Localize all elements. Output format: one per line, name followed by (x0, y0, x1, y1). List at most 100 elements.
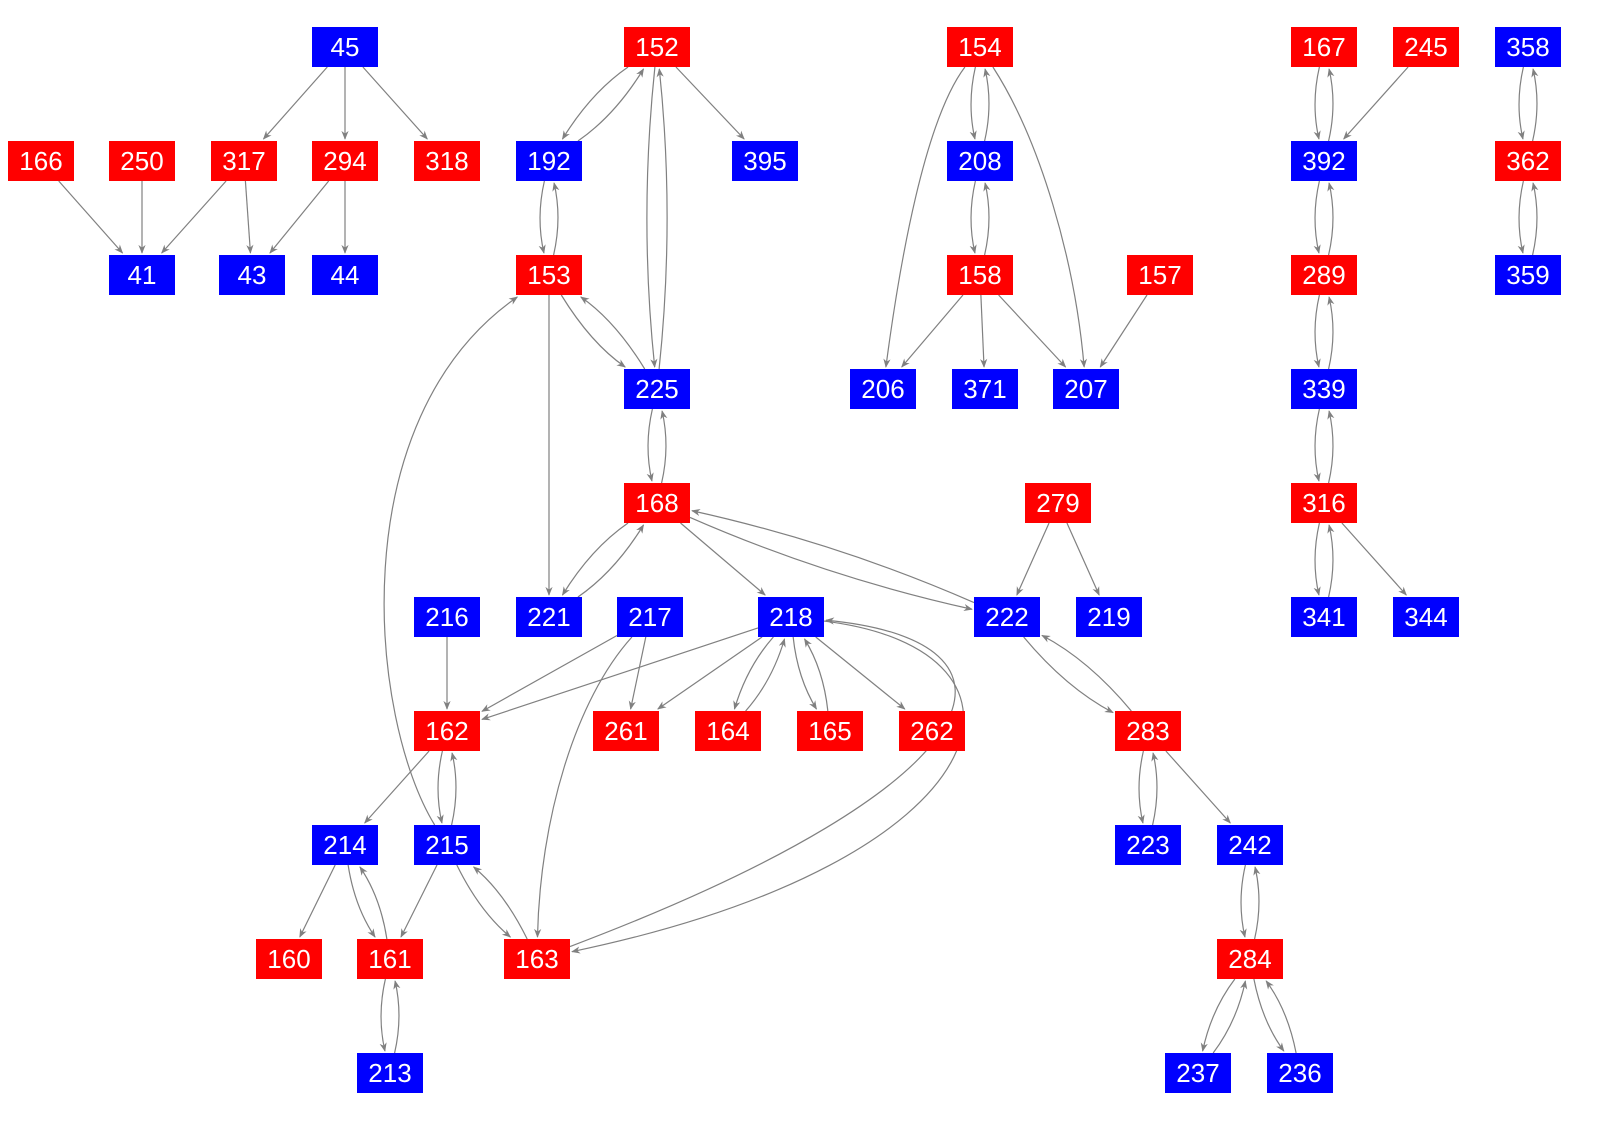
edge-283-to-223 (1137, 750, 1145, 824)
edge-208-to-154 (983, 68, 991, 142)
node-318[interactable]: 318 (414, 141, 480, 181)
node-218[interactable]: 218 (758, 597, 824, 637)
node-165[interactable]: 165 (797, 711, 863, 751)
node-371[interactable]: 371 (952, 369, 1018, 409)
node-344[interactable]: 344 (1393, 597, 1459, 637)
node-167[interactable]: 167 (1291, 27, 1357, 67)
edge-218-to-164 (733, 636, 774, 710)
edge-166-to-41 (58, 180, 124, 254)
edge-284-to-242 (1253, 866, 1261, 940)
node-217[interactable]: 217 (617, 597, 683, 637)
node-154[interactable]: 154 (947, 27, 1013, 67)
node-166[interactable]: 166 (8, 141, 74, 181)
edge-236-to-284 (1265, 980, 1297, 1054)
edge-45-to-317 (262, 66, 328, 140)
node-208[interactable]: 208 (947, 141, 1013, 181)
node-339[interactable]: 339 (1291, 369, 1357, 409)
edge-225-to-153 (580, 296, 646, 370)
node-192[interactable]: 192 (516, 141, 582, 181)
edge-221-to-168 (577, 524, 645, 598)
node-219[interactable]: 219 (1076, 597, 1142, 637)
node-262[interactable]: 262 (899, 711, 965, 751)
edge-359-to-362 (1531, 182, 1539, 256)
edge-192-to-153 (538, 180, 546, 254)
edge-283-to-242 (1165, 750, 1231, 824)
edge-284-to-236 (1253, 978, 1285, 1052)
edge-225-to-152 (656, 68, 668, 370)
node-225[interactable]: 225 (624, 369, 690, 409)
node-236[interactable]: 236 (1267, 1053, 1333, 1093)
node-213[interactable]: 213 (357, 1053, 423, 1093)
edge-362-to-358 (1531, 68, 1539, 142)
node-45[interactable]: 45 (312, 27, 378, 67)
edge-152-to-395 (675, 66, 745, 140)
edge-208-to-158 (969, 180, 977, 254)
node-245[interactable]: 245 (1393, 27, 1459, 67)
node-44[interactable]: 44 (312, 255, 378, 295)
node-41[interactable]: 41 (109, 255, 175, 295)
node-163[interactable]: 163 (504, 939, 570, 979)
edge-168-to-225 (660, 410, 668, 484)
edge-225-to-168 (646, 408, 654, 482)
node-250[interactable]: 250 (109, 141, 175, 181)
node-261[interactable]: 261 (593, 711, 659, 751)
node-43[interactable]: 43 (219, 255, 285, 295)
node-162[interactable]: 162 (414, 711, 480, 751)
node-284[interactable]: 284 (1217, 939, 1283, 979)
edge-218-to-261 (657, 636, 763, 710)
edge-215-to-162 (450, 752, 458, 826)
node-153[interactable]: 153 (516, 255, 582, 295)
node-289[interactable]: 289 (1291, 255, 1357, 295)
edge-165-to-218 (804, 638, 829, 712)
node-152[interactable]: 152 (624, 27, 690, 67)
node-221[interactable]: 221 (516, 597, 582, 637)
node-215[interactable]: 215 (414, 825, 480, 865)
node-206[interactable]: 206 (850, 369, 916, 409)
node-214[interactable]: 214 (312, 825, 378, 865)
edge-158-to-371 (980, 294, 988, 368)
node-222[interactable]: 222 (974, 597, 1040, 637)
edge-158-to-207 (998, 294, 1067, 368)
edge-157-to-207 (1099, 294, 1148, 368)
node-395[interactable]: 395 (732, 141, 798, 181)
node-294[interactable]: 294 (312, 141, 378, 181)
edge-339-to-316 (1313, 408, 1321, 482)
node-279[interactable]: 279 (1025, 483, 1091, 523)
node-358[interactable]: 358 (1495, 27, 1561, 67)
edge-217-to-261 (628, 636, 647, 710)
node-161[interactable]: 161 (357, 939, 423, 979)
edge-152-to-192 (561, 66, 629, 140)
edge-283-to-222 (1041, 634, 1132, 712)
node-158[interactable]: 158 (947, 255, 1013, 295)
edge-158-to-206 (901, 294, 964, 368)
edge-218-to-262 (815, 636, 906, 710)
node-160[interactable]: 160 (256, 939, 322, 979)
node-316[interactable]: 316 (1291, 483, 1357, 523)
node-168[interactable]: 168 (624, 483, 690, 523)
edge-161-to-213 (379, 978, 387, 1052)
edge-214-to-160 (299, 864, 336, 938)
edge-152-to-225 (646, 66, 658, 368)
edge-161-to-214 (359, 866, 388, 940)
node-362[interactable]: 362 (1495, 141, 1561, 181)
node-341[interactable]: 341 (1291, 597, 1357, 637)
edge-317-to-43 (244, 180, 254, 254)
edge-294-to-43 (269, 180, 330, 254)
edge-218-to-163 (571, 620, 965, 954)
node-283[interactable]: 283 (1115, 711, 1181, 751)
node-216[interactable]: 216 (414, 597, 480, 637)
edge-316-to-339 (1327, 410, 1335, 484)
node-392[interactable]: 392 (1291, 141, 1357, 181)
edge-192-to-152 (577, 68, 645, 142)
node-242[interactable]: 242 (1217, 825, 1283, 865)
node-317[interactable]: 317 (211, 141, 277, 181)
node-359[interactable]: 359 (1495, 255, 1561, 295)
node-223[interactable]: 223 (1115, 825, 1181, 865)
node-164[interactable]: 164 (695, 711, 761, 751)
edge-284-to-237 (1200, 978, 1236, 1052)
node-237[interactable]: 237 (1165, 1053, 1231, 1093)
node-157[interactable]: 157 (1127, 255, 1193, 295)
edge-154-to-206 (883, 66, 966, 368)
node-207[interactable]: 207 (1053, 369, 1119, 409)
